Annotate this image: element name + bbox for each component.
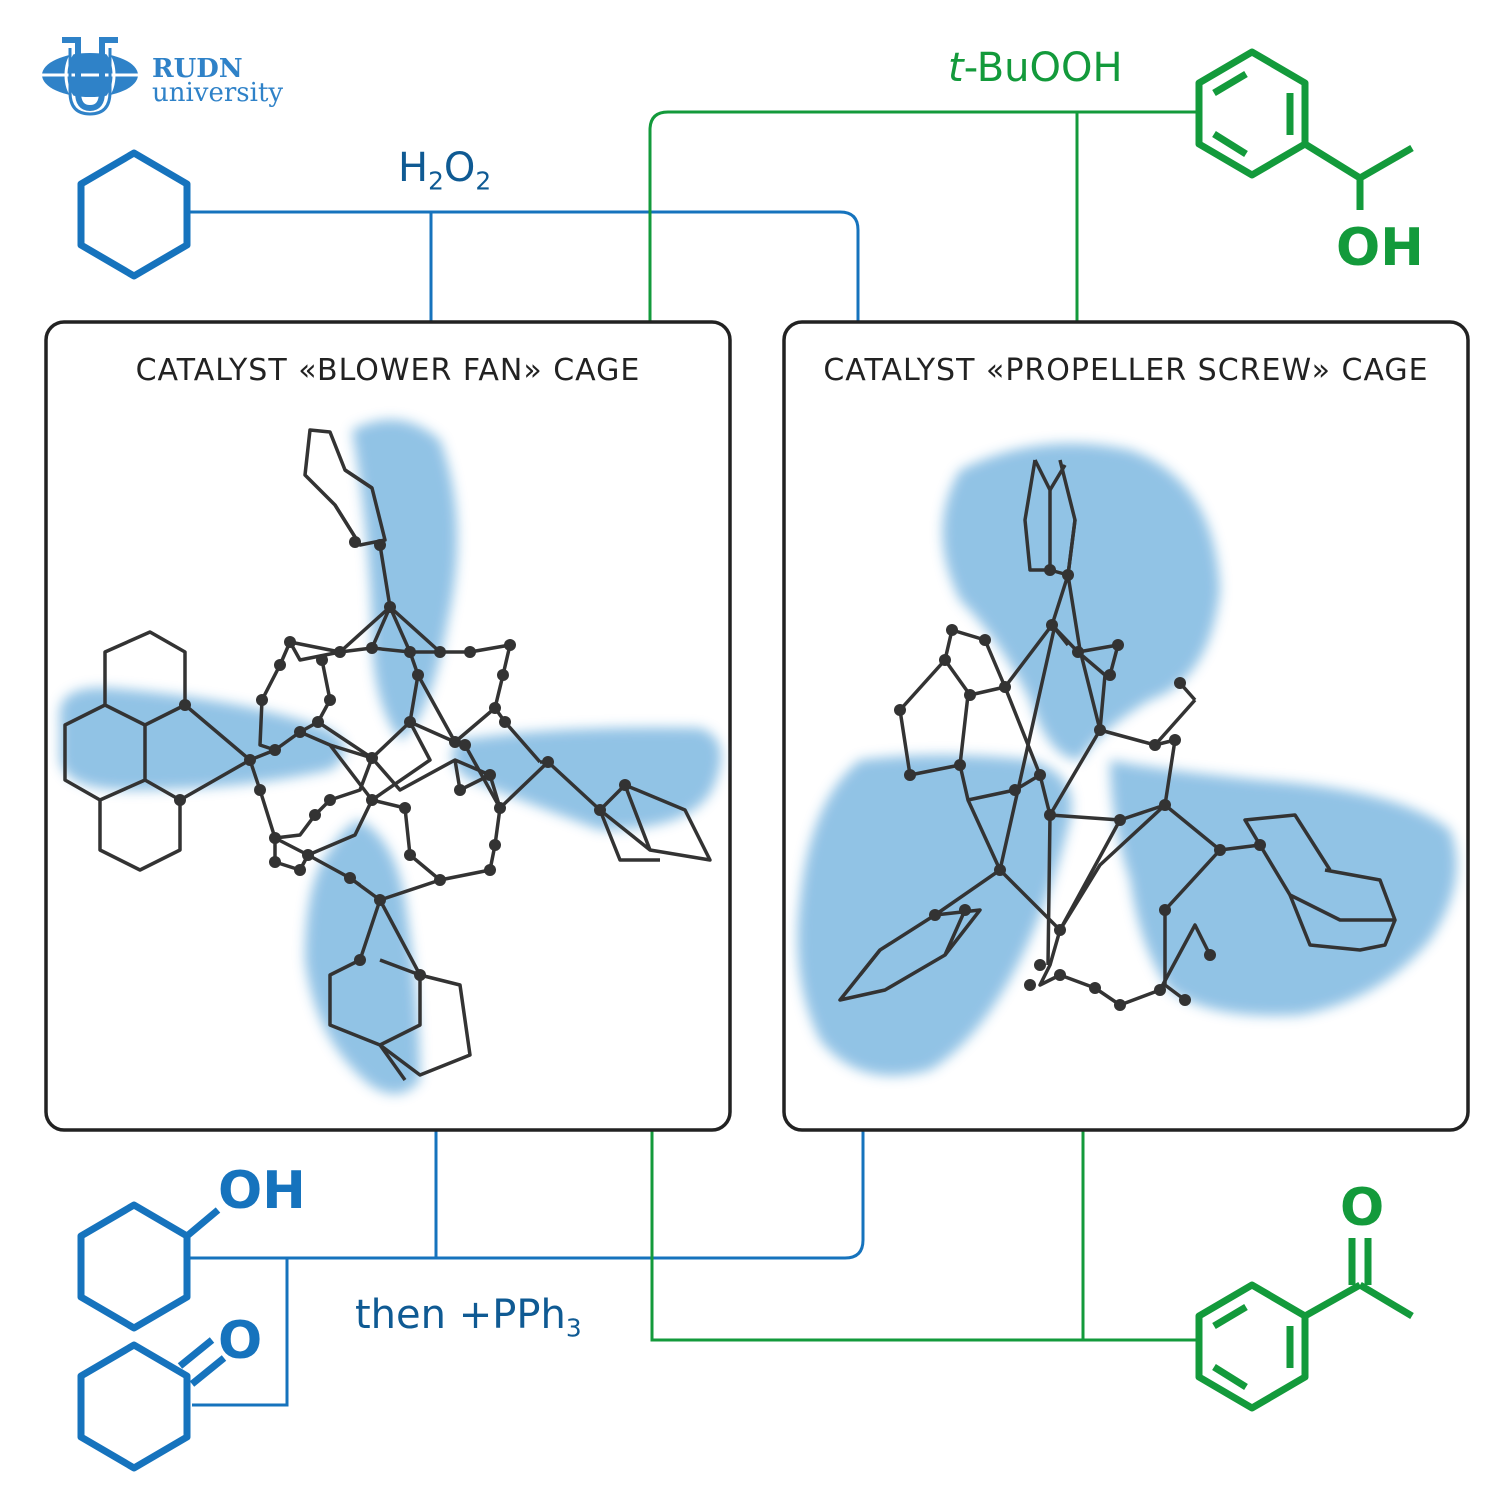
blower-fan-title: CATALYST «BLOWER FAN» CAGE <box>135 353 641 388</box>
o-bottom-green: O <box>1340 1178 1385 1238</box>
cyclohexanol-icon <box>77 1201 221 1332</box>
blue-connector-lines <box>190 210 865 1407</box>
phenylethanol-icon <box>1195 48 1414 210</box>
logo-line1: RUDN <box>152 54 243 84</box>
blower-fan-panel <box>44 320 732 1132</box>
green-connector-lines <box>648 110 1198 1342</box>
pph3-label: then +PPh3 <box>355 1292 582 1343</box>
blower-fan-blobs <box>59 419 722 1094</box>
propeller-screw-atoms <box>894 564 1266 1011</box>
o-bottom-blue: O <box>218 1311 263 1371</box>
h2o2-label: H2O2 <box>398 145 492 196</box>
oh-bottom-blue: OH <box>218 1161 306 1221</box>
blower-fan-atoms <box>174 536 631 981</box>
propeller-screw-title: CATALYST «PROPELLER SCREW» CAGE <box>823 353 1429 388</box>
oh-top-green: OH <box>1336 218 1424 278</box>
cyclohexanone-icon <box>77 1337 227 1472</box>
propeller-screw-skeleton <box>838 459 1397 1007</box>
tbuooh-label: t-BuOOH <box>948 45 1123 91</box>
logo-line2: university <box>152 78 284 108</box>
rudn-logo-icon <box>42 37 138 116</box>
acetophenone-icon <box>1195 1238 1414 1412</box>
cyclohexane-icon <box>77 149 191 280</box>
